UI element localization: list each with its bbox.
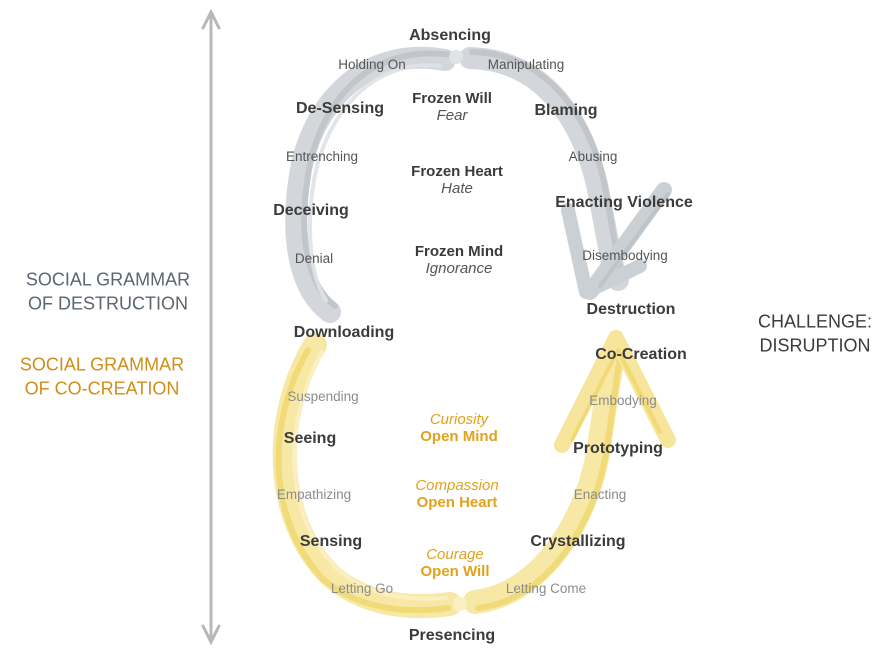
- co-creation-brush-loop: [272, 330, 676, 619]
- destruction-label-line2: OF DESTRUCTION: [27, 294, 188, 314]
- transition-disembodying: Disembodying: [582, 248, 668, 264]
- vertical-axis-arrow: [201, 8, 221, 646]
- frozen-mind-title: Frozen Mind: [414, 242, 504, 260]
- stage-destruction: Destruction: [586, 300, 676, 318]
- stage-sensing: Sensing: [299, 532, 363, 550]
- frozen-heart-emotion: Hate: [441, 180, 473, 197]
- co-creation-label-line1: SOCIAL GRAMMAR: [19, 354, 185, 375]
- inner-open-mind: Curiosity Open Mind: [420, 411, 498, 446]
- inner-frozen-mind: Frozen Mind Ignorance: [415, 243, 503, 278]
- transition-empathizing: Empathizing: [276, 487, 352, 503]
- challenge-label-line1: CHALLENGE:: [757, 311, 873, 332]
- stage-downloading: Downloading: [293, 323, 395, 341]
- transition-manipulating: Manipulating: [487, 57, 565, 73]
- inner-open-will: Courage Open Will: [420, 546, 489, 581]
- stage-enacting-violence: Enacting Violence: [555, 193, 693, 211]
- frozen-will-title: Frozen Will: [412, 89, 492, 107]
- transition-letting-come: Letting Come: [505, 581, 587, 597]
- stage-blaming: Blaming: [534, 101, 598, 119]
- inner-open-heart: Compassion Open Heart: [415, 477, 498, 512]
- frozen-heart-title: Frozen Heart: [411, 162, 503, 180]
- transition-abusing: Abusing: [568, 149, 618, 165]
- inner-frozen-will: Frozen Will Fear: [412, 90, 492, 125]
- inner-frozen-heart: Frozen Heart Hate: [411, 163, 503, 198]
- social-grammar-destruction-label: SOCIAL GRAMMAR OF DESTRUCTION: [26, 268, 190, 317]
- stage-crystallizing: Crystallizing: [530, 532, 626, 550]
- compassion-quality: Compassion: [415, 476, 499, 494]
- transition-enacting: Enacting: [573, 487, 627, 503]
- frozen-mind-emotion: Ignorance: [425, 260, 493, 277]
- transition-denial: Denial: [294, 251, 334, 267]
- stage-co-creation: Co-Creation: [595, 345, 687, 363]
- stage-seeing: Seeing: [283, 429, 337, 447]
- transition-suspending: Suspending: [287, 389, 359, 405]
- co-creation-label-line2: OF CO-CREATION: [24, 379, 180, 399]
- challenge-label-line2: DISRUPTION: [759, 336, 871, 356]
- stage-absencing: Absencing: [409, 26, 491, 44]
- stage-de-sensing: De-Sensing: [295, 99, 385, 117]
- social-grammar-co-creation-label: SOCIAL GRAMMAR OF CO-CREATION: [20, 353, 184, 402]
- open-mind-title: Open Mind: [420, 428, 498, 445]
- transition-letting-go: Letting Go: [330, 581, 394, 597]
- destruction-brush-loop: [285, 46, 672, 323]
- curiosity-quality: Curiosity: [429, 410, 489, 428]
- stage-presencing: Presencing: [408, 626, 496, 644]
- transition-holding-on: Holding On: [338, 57, 406, 73]
- transition-entrenching: Entrenching: [285, 149, 359, 165]
- open-will-title: Open Will: [420, 563, 490, 580]
- destruction-label-line1: SOCIAL GRAMMAR: [25, 269, 191, 290]
- stage-deceiving: Deceiving: [273, 201, 349, 219]
- challenge-disruption-label: CHALLENGE: DISRUPTION: [758, 310, 872, 359]
- open-heart-title: Open Heart: [416, 494, 498, 511]
- frozen-will-emotion: Fear: [436, 107, 468, 124]
- transition-embodying: Embodying: [589, 393, 657, 409]
- courage-quality: Courage: [426, 545, 484, 563]
- stage-prototyping: Prototyping: [573, 439, 663, 457]
